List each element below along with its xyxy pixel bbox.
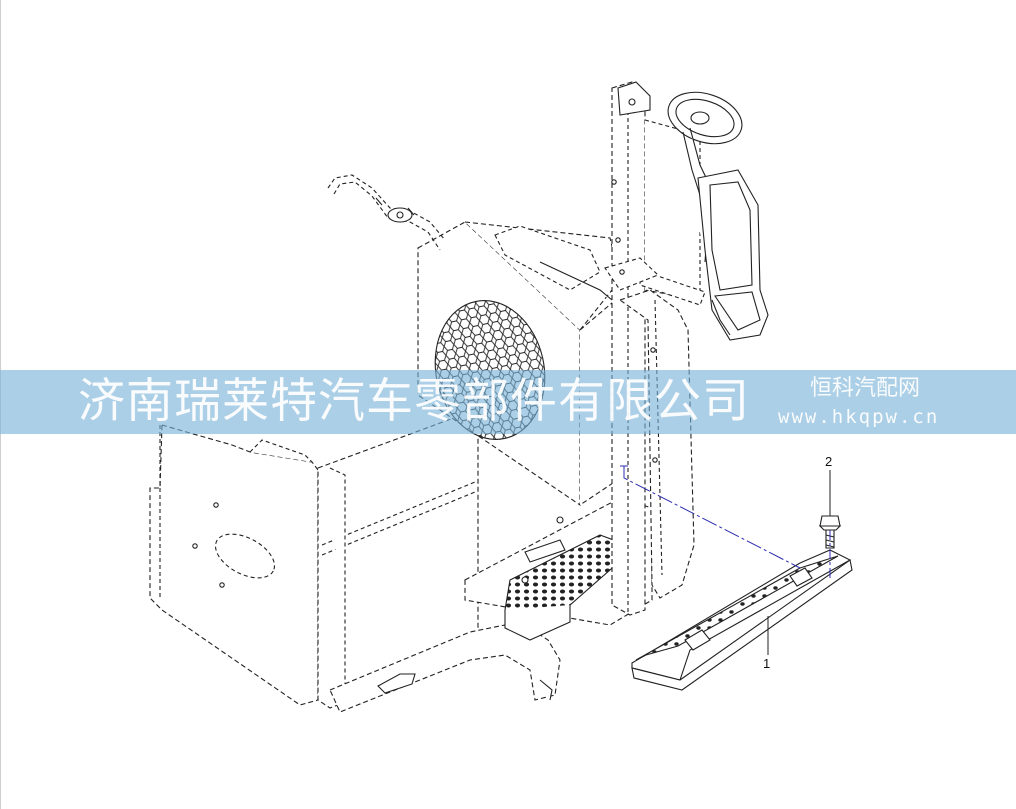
- hose-assembly: [327, 174, 446, 251]
- watermark-company-name: 济南瑞莱特汽车零部件有限公司: [78, 374, 750, 429]
- part-1-step-plate: [631, 549, 853, 691]
- callout-leaders: [767, 470, 831, 655]
- watermark-url: www.hkqpw.cn: [778, 406, 940, 428]
- callout-2-label: 2: [825, 454, 833, 469]
- watermark-brand: 恒科汽配网: [810, 376, 921, 401]
- callout-1-label: 1: [763, 656, 771, 671]
- cab-side-panel: [149, 424, 319, 706]
- assembly-leader-lines: [620, 465, 831, 580]
- mirror-housing: [697, 169, 769, 341]
- entry-step: [464, 497, 653, 641]
- a-pillar-frame: [604, 81, 706, 616]
- watermark-banner: [0, 370, 1016, 434]
- front-fascia: [317, 411, 561, 713]
- door-edge-panel: [618, 289, 695, 599]
